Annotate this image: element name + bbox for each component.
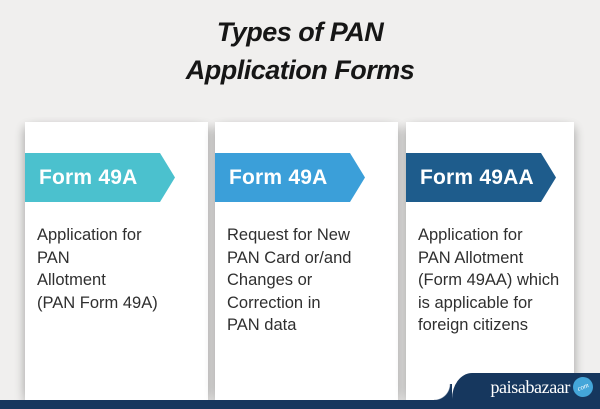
banner-form-49a-changes: Form 49A [215,153,365,202]
banner-label: Form 49A [39,166,138,189]
card-form-49a-changes: Form 49A Request for New PAN Card or/and… [215,122,398,400]
brand-logo-swoosh: paisabazaar com [434,373,600,400]
page-title: Types of PAN Application Forms [185,17,415,85]
banner-form-49aa: Form 49AA [406,153,556,202]
card-description: Application for PAN Allotment (PAN Form … [37,226,158,312]
banner-label: Form 49AA [420,166,534,189]
brand-logo-text: paisabazaar [490,376,570,397]
card-description: Request for New PAN Card or/and Changes … [227,226,352,334]
card-form-49a-allotment: Form 49A Application for PAN Allotment (… [25,122,208,400]
card-description: Application for PAN Allotment (Form 49AA… [418,226,560,334]
brand-com-badge: com [569,373,597,400]
card-form-49aa: Form 49AA Application for PAN Allotment … [406,122,574,400]
banner-label: Form 49A [229,166,328,189]
footer-bar [0,400,600,409]
banner-form-49a-allotment: Form 49A [25,153,175,202]
